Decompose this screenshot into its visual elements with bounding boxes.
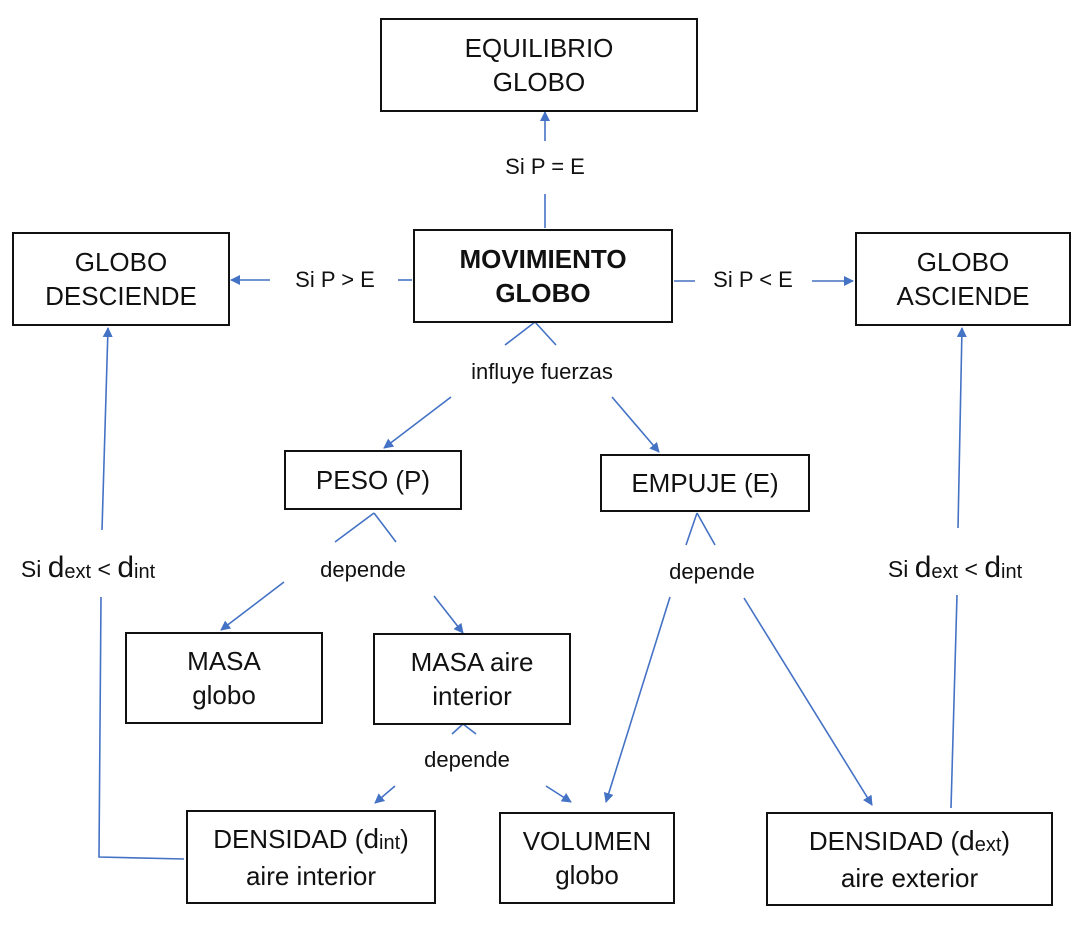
density-symbol: d (363, 822, 380, 854)
node-text-line2: aire interior (245, 860, 377, 891)
node-text-line1: MOVIMIENTO (459, 244, 627, 274)
node-masa-aire-interior: MASA aire interior (373, 633, 571, 725)
connector-empuje-depende-left (685, 512, 698, 546)
label-depende-peso: depende (320, 557, 406, 582)
cond-d1: d (47, 551, 65, 584)
label-influye-fuerzas: influye fuerzas (471, 359, 613, 384)
connector-densidad-ext-asciende (950, 594, 958, 809)
node-globo-asciende: GLOBO ASCIENDE (855, 232, 1071, 326)
node-text-line2: globo (192, 680, 256, 710)
cond-d1: d (914, 551, 932, 584)
density-prefix: DENSIDAD ( (213, 823, 364, 854)
connector-empuje-depende-right (696, 512, 716, 546)
node-text-line1: GLOBO (74, 247, 168, 277)
connector-influye-right (534, 321, 557, 346)
arrow-to-densidad-int (374, 785, 396, 804)
label-condicion-densidad-derecha: Si dext < dint (887, 551, 1023, 585)
node-text-line1: DENSIDAD (dext) (809, 824, 1010, 861)
arrow-to-masa-aire (433, 595, 464, 634)
node-text-line1: EMPUJE (E) (631, 468, 779, 498)
connector-masa-depende-left (451, 723, 464, 735)
label-si-p-mayor-e: Si P > E (295, 267, 375, 292)
node-text-line1: PESO (P) (315, 465, 431, 495)
node-text-line2: GLOBO (492, 67, 586, 97)
label-si-p-igual-e: Si P = E (505, 154, 585, 179)
node-volumen-globo: VOLUMEN globo (499, 812, 675, 904)
arrow-to-asciende-from-below (956, 327, 967, 529)
arrow-to-volumen (603, 596, 671, 803)
density-subscript: ext (974, 833, 1002, 856)
label-si-p-menor-e: Si P < E (713, 267, 793, 292)
node-movimiento-globo: MOVIMIENTO GLOBO (413, 229, 673, 323)
cond-op: < (91, 556, 118, 582)
arrow-to-desciende-from-below (101, 327, 113, 531)
node-densidad-aire-interior: DENSIDAD (dint) aire interior (186, 810, 436, 904)
node-masa-globo: MASA globo (125, 632, 323, 724)
node-text-line2: GLOBO (495, 278, 591, 308)
cond-d2: d (984, 551, 1001, 584)
density-symbol: d (959, 824, 975, 856)
arrow-to-peso (383, 396, 452, 449)
node-text-line2: DESCIENDE (45, 281, 197, 311)
node-text-line1: VOLUMEN (522, 826, 652, 856)
connector-peso-depende-left (334, 512, 375, 543)
cond-sub2: int (1001, 561, 1023, 583)
density-subscript: int (379, 831, 401, 854)
label-condicion-densidad-izquierda: Si dext < dint (20, 551, 156, 585)
node-equilibrio-globo: EQUILIBRIO GLOBO (380, 18, 698, 112)
cond-si: Si (20, 556, 48, 582)
node-text-line2: ASCIENDE (896, 281, 1030, 311)
node-peso: PESO (P) (284, 450, 462, 510)
node-text-line1: DENSIDAD (dint) (213, 822, 409, 859)
cond-sub2: int (134, 561, 156, 583)
arrow-to-densidad-ext (743, 597, 873, 806)
arrow-to-empuje (611, 396, 660, 453)
cond-si: Si (887, 556, 915, 582)
arrow-to-masa-globo (220, 581, 285, 631)
node-text-line1: MASA (187, 646, 261, 676)
node-text-line2: interior (432, 681, 512, 711)
node-globo-desciende: GLOBO DESCIENDE (12, 232, 230, 326)
arrow-to-volumen-2 (545, 785, 572, 803)
connector-peso-depende-right (373, 512, 397, 543)
node-densidad-aire-exterior: DENSIDAD (dext) aire exterior (766, 812, 1053, 906)
density-suffix: ) (400, 823, 409, 854)
connector-influye-left (504, 321, 536, 346)
node-text-line2: globo (555, 860, 619, 890)
label-depende-masa: depende (424, 747, 510, 772)
density-prefix: DENSIDAD ( (808, 825, 960, 856)
node-text-line2: aire exterior (840, 862, 979, 893)
node-text-line1: GLOBO (916, 247, 1010, 277)
cond-d2: d (117, 551, 134, 584)
connector-masa-depende-right (462, 723, 477, 735)
cond-op: < (958, 556, 985, 582)
density-suffix: ) (1001, 825, 1011, 856)
label-depende-empuje: depende (669, 559, 755, 584)
node-text-line1: MASA aire (410, 647, 534, 677)
cond-sub1: ext (931, 561, 959, 583)
cond-sub1: ext (64, 561, 92, 583)
node-text-line1: EQUILIBRIO (464, 33, 614, 63)
node-empuje: EMPUJE (E) (600, 454, 810, 512)
